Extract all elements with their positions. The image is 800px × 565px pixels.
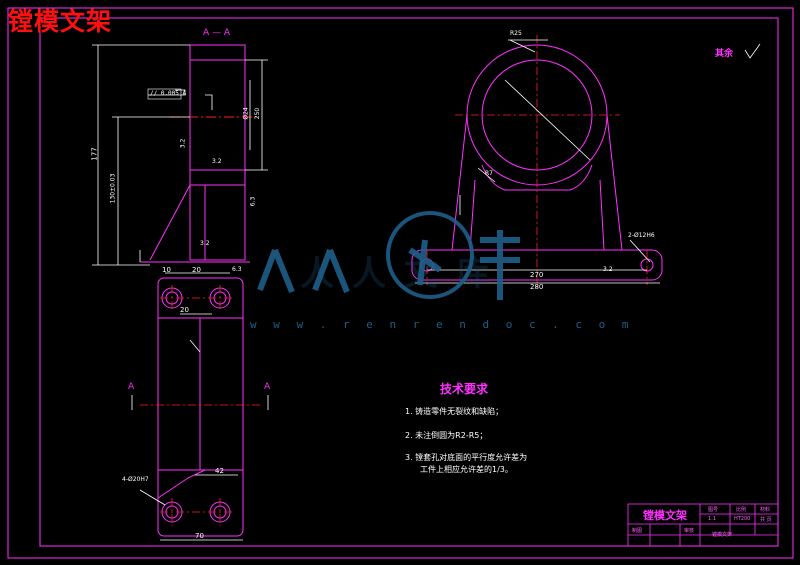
title-block	[627, 503, 779, 547]
title-block-cell: 共 页	[760, 517, 772, 523]
dim-24: Ø24	[242, 107, 250, 120]
dim-r7: R7	[485, 170, 493, 177]
roughness-mark: 3.2	[200, 240, 210, 247]
dim-130: 130±0.03	[109, 173, 117, 204]
dim-42: 42	[215, 467, 224, 475]
section-view-a-a	[140, 44, 250, 263]
tech-requirement-3: 3. 镗套孔对底面的平行度允许差为	[405, 453, 528, 462]
tolerance-frame-box	[147, 88, 182, 100]
title-block-cell: HT200	[734, 516, 751, 522]
dim-20: 20	[192, 266, 201, 274]
watermark-text: 人人文库	[300, 254, 508, 294]
dim-70: 70	[195, 532, 204, 540]
dim-270: 270	[530, 271, 544, 279]
dim-280: 280	[530, 283, 544, 291]
roughness-mark: 3.2	[603, 266, 613, 273]
dim-250: 250	[254, 107, 262, 120]
plan-view	[157, 277, 244, 537]
tech-requirements-title: 技术要求	[440, 382, 489, 396]
tech-requirement-2: 2. 未注倒圆为R2-R5；	[405, 431, 488, 440]
section-letter-right: A	[264, 382, 271, 392]
watermark-url: w w w . r e n r e n d o c . c o m	[250, 318, 634, 331]
title-block-cell: 制图	[632, 528, 643, 534]
outer-border	[7, 7, 794, 559]
dimension-lines-section	[92, 44, 268, 266]
dim-r25: R25	[510, 30, 522, 37]
hole-note-bottom: 4-Ø20H7	[122, 476, 149, 483]
roughness-mark: 3.2	[179, 138, 187, 149]
dim-177: 177	[90, 147, 99, 161]
dim-20b: 20	[180, 306, 189, 314]
title-block-cell: 图号	[708, 507, 719, 513]
inner-border	[39, 17, 779, 547]
title-block-cell: 比例	[736, 507, 747, 513]
front-view-center-lines	[426, 35, 648, 290]
title-block-title: 镗模文架	[643, 509, 687, 522]
section-label: A — A	[203, 28, 231, 38]
roughness-mark: 6.3	[232, 266, 242, 273]
roughness-symbol-other	[744, 43, 761, 59]
tolerance-frame-text: // 0.005 A	[150, 90, 187, 97]
section-letter-left: A	[128, 382, 135, 392]
tech-requirement-4: 工件上相应允许差的1/3。	[420, 465, 513, 474]
dim-10: 10	[162, 266, 171, 274]
roughness-mark: 6.3	[249, 196, 257, 207]
title-block-cell: 材料	[760, 507, 771, 513]
surface-note: 其余	[715, 49, 734, 59]
corner-title: 镗模文架	[8, 7, 113, 36]
roughness-mark: 3.2	[212, 158, 222, 165]
tech-requirement-1: 1. 铸造零件无裂纹和缺陷；	[405, 407, 504, 416]
title-block-cell: 1:1	[708, 516, 717, 522]
title-block-cell: 审核	[684, 528, 695, 534]
plan-view-dimensions	[131, 272, 269, 541]
title-block-cell: 镗模文架	[712, 532, 733, 538]
watermark-logo	[257, 211, 520, 300]
front-view-dimensions	[415, 39, 660, 284]
plan-view-center-lines	[140, 285, 262, 526]
hole-note-top: 2-Ø12H6	[628, 232, 655, 239]
